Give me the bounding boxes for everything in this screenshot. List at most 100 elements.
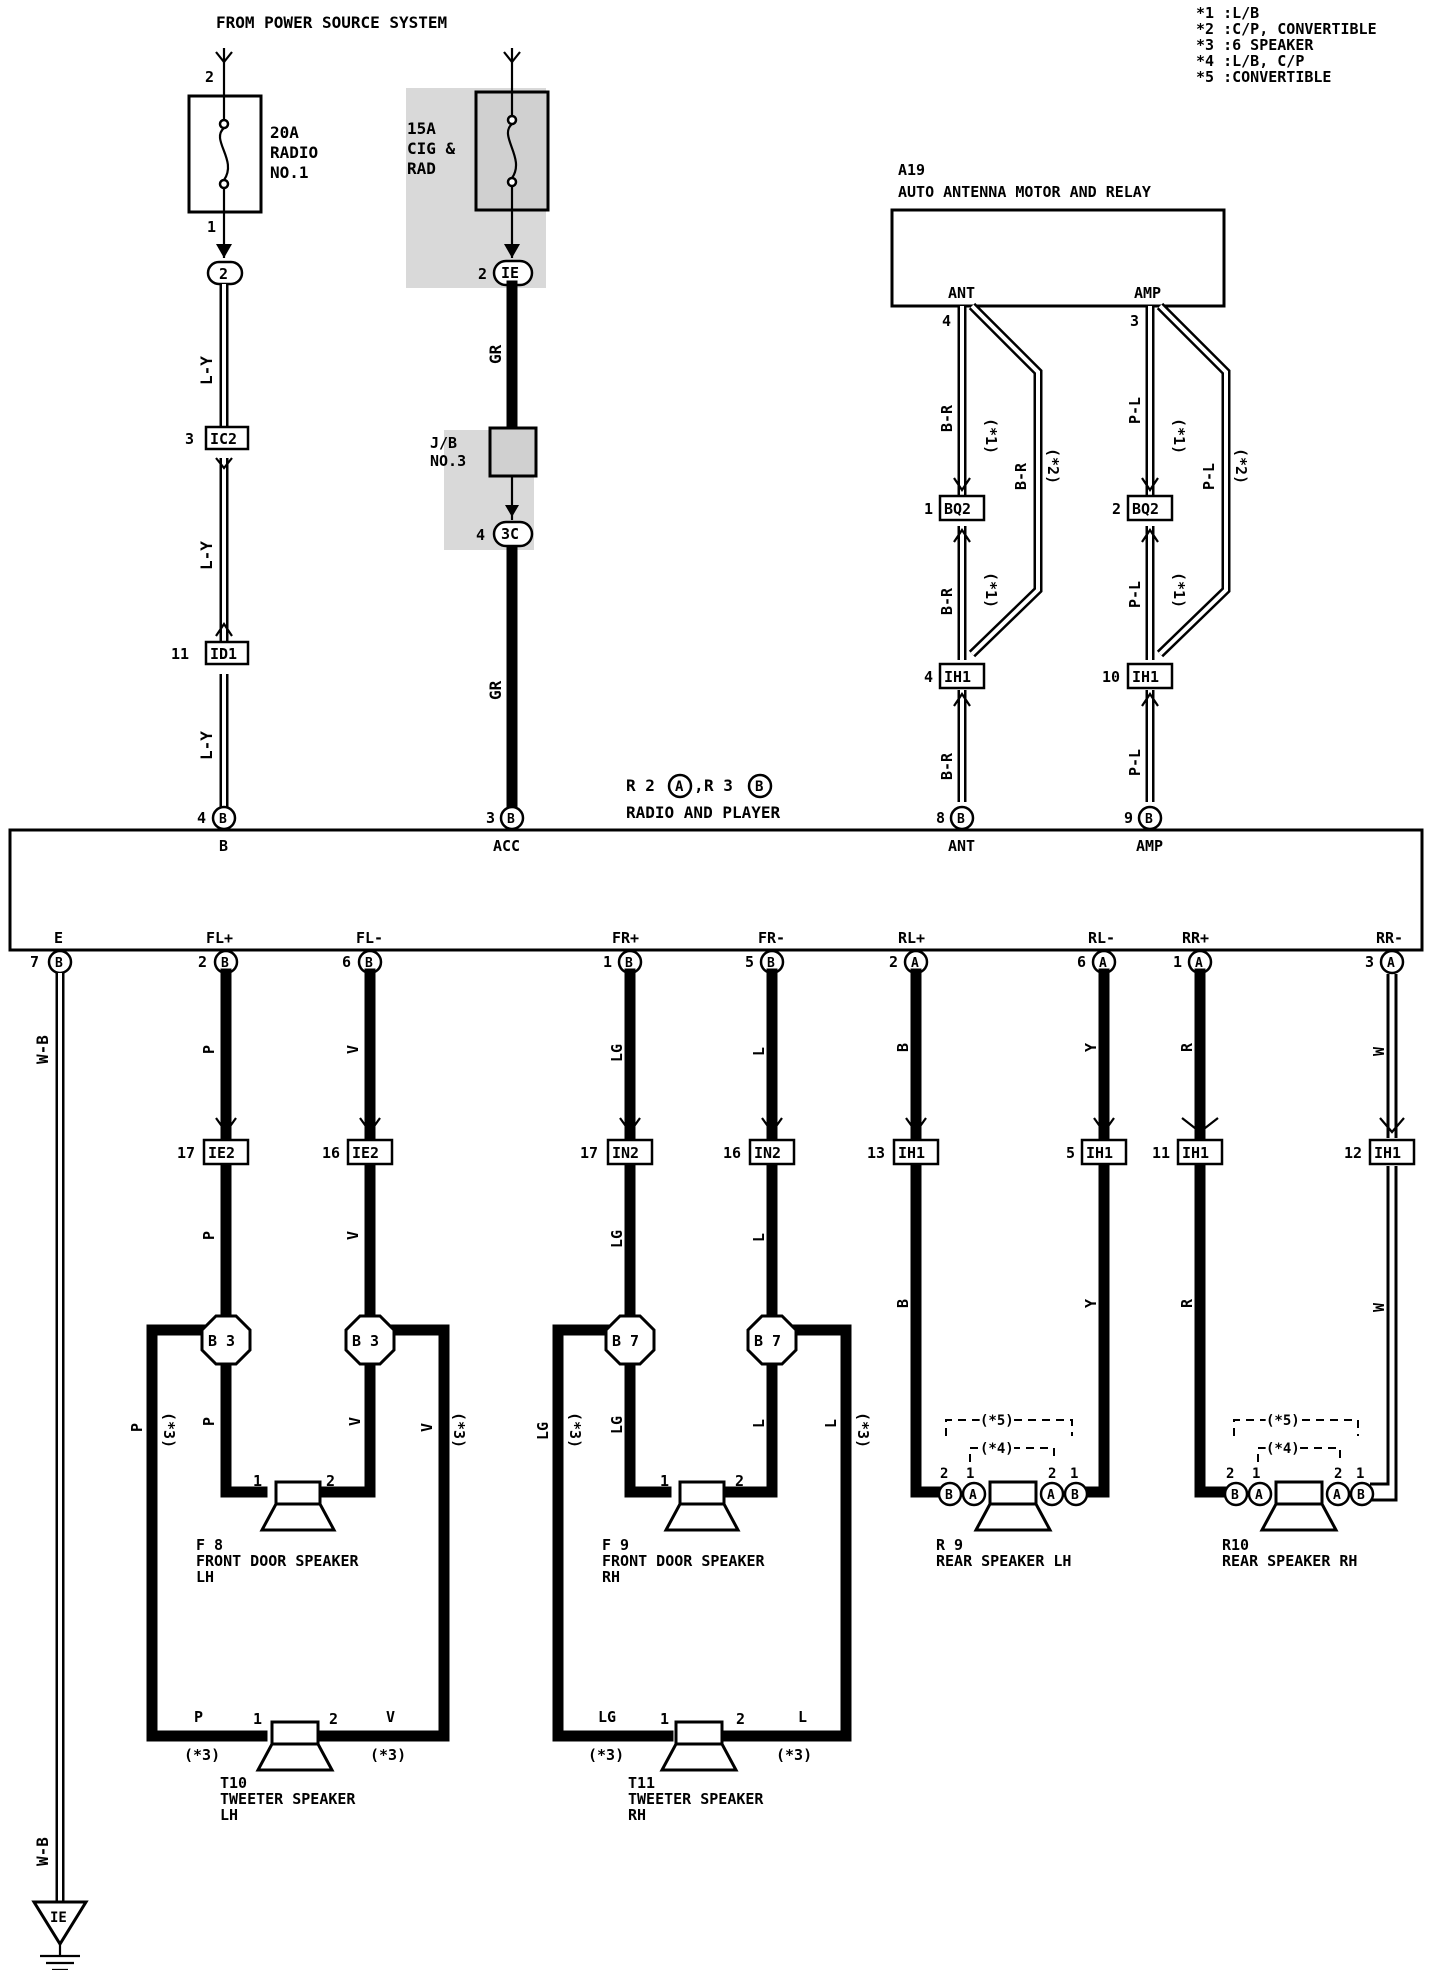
connector-ih1-ant: IH1 4 [924, 662, 986, 690]
svg-text:L: L [750, 1233, 768, 1242]
wire-amp: P-L (*1) P-L (*2) P-L (*1) P-L [1126, 302, 1250, 802]
svg-text:R 3: R 3 [704, 776, 733, 795]
svg-text:IE: IE [501, 264, 519, 282]
svg-text:2: 2 [198, 953, 207, 971]
svg-text:RL+: RL+ [898, 929, 925, 947]
svg-text:1: 1 [966, 1466, 974, 1482]
svg-text:13: 13 [867, 1144, 885, 1162]
svg-text:1: 1 [253, 1472, 262, 1490]
svg-text:F 8: F 8 [196, 1536, 223, 1554]
svg-text:B 7: B 7 [754, 1332, 781, 1350]
svg-text:A: A [1333, 1488, 1341, 1503]
svg-text:(*1): (*1) [1170, 572, 1188, 608]
svg-text:B-R: B-R [938, 587, 956, 615]
svg-text:IH1: IH1 [1374, 1144, 1401, 1162]
svg-text:A: A [1255, 1488, 1263, 1503]
svg-text:P-L: P-L [1126, 581, 1144, 608]
svg-text:L-Y: L-Y [197, 356, 216, 385]
legend-line-5: *5 :CONVERTIBLE [1196, 68, 1331, 86]
svg-text:T10: T10 [220, 1774, 247, 1792]
svg-text:2: 2 [1112, 500, 1121, 518]
svg-text:4: 4 [476, 526, 485, 544]
wire-ground: W-B W-B IE [31, 973, 89, 1970]
svg-text:FR-: FR- [758, 929, 785, 947]
svg-text:6: 6 [342, 953, 351, 971]
svg-text:LG: LG [608, 1044, 626, 1062]
connector-bq2-ant: BQ2 1 [924, 494, 986, 522]
svg-text:1: 1 [1070, 1466, 1078, 1482]
svg-text:B 3: B 3 [208, 1332, 235, 1350]
svg-text:B-R: B-R [1012, 462, 1030, 490]
svg-text:(*3): (*3) [776, 1746, 812, 1764]
svg-text:(*1): (*1) [982, 572, 1000, 608]
legend-line-3: *3 :6 SPEAKER [1196, 36, 1314, 54]
svg-text:B: B [625, 956, 633, 971]
svg-text:FRONT DOOR SPEAKER: FRONT DOOR SPEAKER [602, 1552, 766, 1570]
svg-text:BQ2: BQ2 [1132, 500, 1159, 518]
svg-text:W: W [1370, 1046, 1388, 1056]
svg-text:P: P [200, 1231, 218, 1240]
svg-text:FL-: FL- [356, 929, 383, 947]
svg-text:11: 11 [171, 645, 189, 663]
svg-text:J/B: J/B [430, 434, 457, 452]
svg-text:1: 1 [660, 1472, 669, 1490]
radio-top-terminals: B 4 B B 3 ACC B 8 ANT B 9 AMP [197, 805, 1163, 855]
svg-text:B: B [1145, 812, 1153, 827]
svg-text:F 9: F 9 [602, 1536, 629, 1554]
power-source-label: FROM POWER SOURCE SYSTEM [216, 13, 447, 32]
svg-text:RL-: RL- [1088, 929, 1115, 947]
svg-text:A: A [675, 779, 684, 795]
svg-text:ACC: ACC [493, 837, 520, 855]
speaker-t11: LG 1 2 L (*3) (*3) T11 TWEETER SPEAKER R… [588, 1708, 812, 1824]
svg-text:11: 11 [1152, 1144, 1170, 1162]
svg-text:3: 3 [486, 809, 495, 827]
svg-text:IH1: IH1 [1182, 1144, 1209, 1162]
wire-rear-lh: B Y B Y [894, 968, 1115, 1498]
svg-text:8: 8 [936, 809, 945, 827]
svg-text:B: B [1231, 1488, 1239, 1503]
connector-ic2: IC2 3 [185, 425, 250, 451]
svg-text:(*5): (*5) [980, 1413, 1014, 1429]
svg-text:(*3): (*3) [854, 1412, 872, 1448]
svg-text:P: P [128, 1423, 146, 1432]
svg-text:2: 2 [889, 953, 898, 971]
svg-text:ANT: ANT [948, 837, 975, 855]
wire-ant: B-R (*1) B-R (*2) B-R (*1) B-R [938, 302, 1062, 802]
junction-b3-right: B 3 [344, 1314, 396, 1366]
svg-text:W: W [1370, 1302, 1388, 1312]
svg-text:2: 2 [940, 1466, 948, 1482]
svg-text:RR+: RR+ [1182, 929, 1209, 947]
connector-ie2-16: IE2 16 [322, 1138, 394, 1166]
svg-text:L-Y: L-Y [197, 541, 216, 570]
fuse-radio-number: NO.1 [270, 163, 309, 182]
svg-text:B: B [767, 956, 775, 971]
svg-text:ID1: ID1 [210, 645, 237, 663]
wire-front-rh: LG L LG L LG (*3) LG L L (*3) [534, 968, 872, 1742]
svg-text:IH1: IH1 [1132, 668, 1159, 686]
svg-text:4: 4 [197, 809, 206, 827]
svg-text:A: A [969, 1488, 977, 1503]
svg-text:B: B [365, 956, 373, 971]
svg-text:B: B [755, 779, 763, 795]
svg-text:NO.3: NO.3 [430, 452, 466, 470]
svg-text:3: 3 [1130, 312, 1139, 330]
svg-text:V: V [418, 1423, 436, 1432]
svg-text:A19: A19 [898, 161, 925, 179]
svg-text:(*3): (*3) [450, 1412, 468, 1448]
svg-text:LG: LG [608, 1230, 626, 1248]
connector-ie: IE 2 [478, 259, 534, 287]
svg-text:GR: GR [486, 344, 505, 364]
svg-text:R 9: R 9 [936, 1536, 963, 1554]
fuse-radio-name: RADIO [270, 143, 318, 162]
svg-text:P: P [194, 1708, 203, 1726]
svg-text:LH: LH [196, 1568, 214, 1586]
svg-text:IE2: IE2 [352, 1144, 379, 1162]
svg-text:5: 5 [1066, 1144, 1075, 1162]
svg-text:B: B [894, 1043, 912, 1052]
svg-text:(*2): (*2) [1232, 448, 1250, 484]
svg-text:A: A [1099, 956, 1107, 971]
svg-text:L: L [750, 1047, 768, 1056]
svg-text:(*3): (*3) [588, 1746, 624, 1764]
svg-text:2: 2 [736, 1710, 745, 1728]
svg-text:IC2: IC2 [210, 430, 237, 448]
